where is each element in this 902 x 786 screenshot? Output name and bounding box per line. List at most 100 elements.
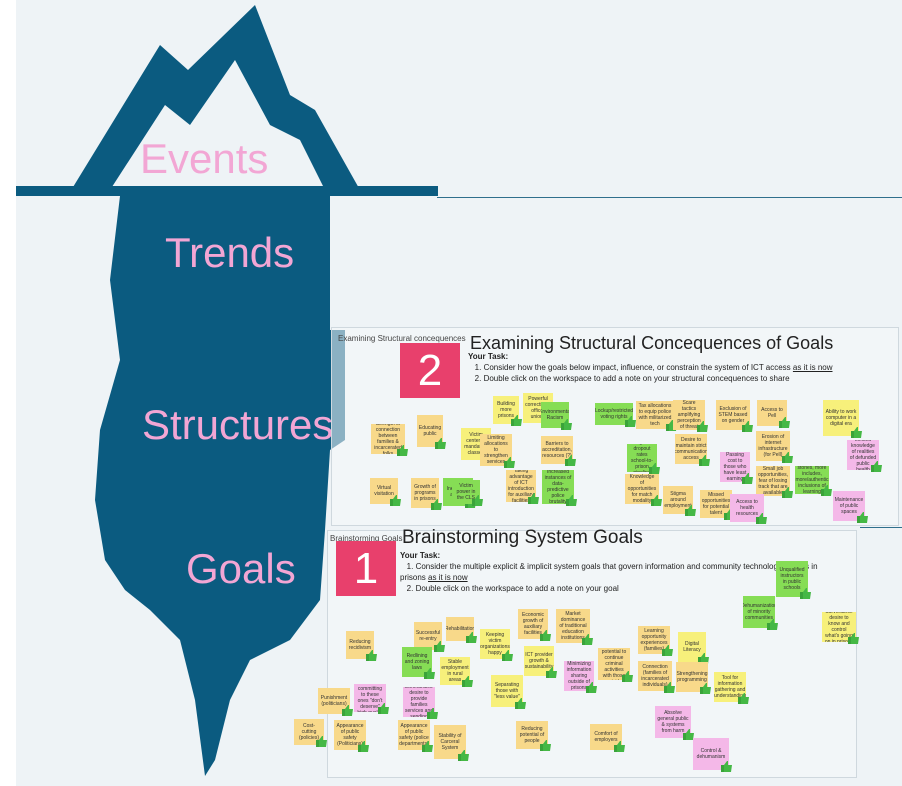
thumbs-up-icon[interactable] [848, 633, 860, 644]
system-goal-sticky-note[interactable]: Strengthening programming [676, 662, 708, 692]
frame-1-title: Brainstorming System Goals [402, 527, 643, 548]
thumbs-up-icon[interactable] [472, 495, 484, 506]
system-goal-sticky-note[interactable]: Minimizing information sharing outside o… [564, 661, 594, 691]
system-goal-sticky-note[interactable]: Reducing recidivism [346, 631, 374, 659]
thumbs-up-icon[interactable] [434, 641, 446, 652]
thumbs-up-icon[interactable] [528, 493, 540, 504]
thumbs-up-icon[interactable] [466, 632, 478, 643]
thumbs-up-icon[interactable] [586, 682, 598, 693]
thumbs-up-icon[interactable] [546, 667, 558, 678]
thumbs-up-icon[interactable] [800, 588, 812, 599]
system-goal-sticky-note[interactable]: Punishment (politicians) [318, 688, 350, 714]
structural-consequence-sticky-note[interactable]: Building more prisons [493, 396, 519, 424]
thumbs-up-icon[interactable] [871, 461, 883, 472]
thumbs-up-icon[interactable] [342, 705, 354, 716]
structural-consequence-sticky-note[interactable]: Lockup/restricted voting rights [595, 403, 633, 425]
thumbs-up-icon[interactable] [422, 741, 434, 752]
structural-consequence-sticky-note[interactable]: Environmental Racism [541, 402, 569, 428]
system-goal-sticky-note[interactable]: Reducing potential of people [516, 721, 548, 749]
system-goal-sticky-note[interactable]: Control & dehumanism [693, 738, 729, 770]
thumbs-up-icon[interactable] [565, 455, 577, 466]
system-goal-sticky-note[interactable]: ICT provider growth & sustainability [524, 646, 554, 676]
structural-consequence-sticky-note[interactable]: Victim power in the CLS [452, 480, 480, 504]
thumbs-up-icon[interactable] [662, 645, 674, 656]
system-goal-sticky-note[interactable]: Stable employment in rural areas [440, 657, 470, 685]
system-goal-sticky-note[interactable]: Surveillance desire to know and control … [822, 612, 856, 642]
task-link-as-it-is-now[interactable]: as it is now [792, 363, 833, 372]
thumbs-up-icon[interactable] [622, 671, 634, 682]
thumbs-up-icon[interactable] [742, 421, 754, 432]
system-goal-sticky-note[interactable]: Stability of Carceral System [434, 725, 466, 759]
task-link-as-it-is-now[interactable]: as it is now [428, 573, 468, 582]
frame-1-tab[interactable]: Brainstorming Goals [330, 534, 403, 543]
thumbs-up-icon[interactable] [504, 457, 516, 468]
thumbs-up-icon[interactable] [697, 421, 709, 432]
system-goal-sticky-note[interactable]: Unqualified instructors in public school… [776, 561, 808, 597]
thumbs-up-icon[interactable] [427, 708, 439, 719]
thumbs-up-icon[interactable] [566, 495, 578, 506]
thumbs-up-icon[interactable] [742, 473, 754, 484]
thumbs-up-icon[interactable] [378, 703, 390, 714]
thumbs-up-icon[interactable] [462, 676, 474, 687]
thumbs-up-icon[interactable] [779, 417, 791, 428]
structural-consequence-sticky-note[interactable]: Taking advantage of ICT introduction for… [506, 470, 536, 502]
thumbs-up-icon[interactable] [458, 750, 470, 761]
system-goal-sticky-note[interactable]: Separating those with "less value" [491, 675, 523, 707]
iceberg-underwater-body [95, 196, 345, 776]
system-goal-sticky-note[interactable]: Restrict potential to continue criminal … [598, 648, 630, 680]
thumbs-up-icon[interactable] [625, 416, 637, 427]
thumbs-up-icon[interactable] [582, 634, 594, 645]
thumbs-up-icon[interactable] [614, 741, 626, 752]
thumbs-up-icon[interactable] [683, 729, 695, 740]
thumbs-up-icon[interactable] [698, 653, 710, 664]
thumbs-up-icon[interactable] [390, 495, 402, 506]
structural-consequence-sticky-note[interactable]: Barriers to accreditation, resources (?) [541, 436, 573, 464]
system-goal-sticky-note[interactable]: Absolve general public & systems from ha… [655, 706, 691, 738]
thumbs-up-icon[interactable] [431, 499, 443, 510]
thumbs-up-icon[interactable] [767, 619, 779, 630]
thumbs-up-icon[interactable] [685, 505, 697, 516]
thumbs-up-icon[interactable] [366, 650, 378, 661]
thumbs-up-icon[interactable] [857, 512, 869, 523]
thumbs-up-icon[interactable] [435, 438, 447, 449]
structural-consequence-sticky-note[interactable]: Maintenance of public spaces [833, 491, 865, 521]
structural-consequence-sticky-note[interactable]: Desire to maintain strict communication … [675, 434, 707, 464]
waterline-bar [16, 186, 438, 196]
trends-label: Trends [165, 229, 295, 276]
thumbs-up-icon[interactable] [515, 698, 527, 709]
thumbs-up-icon[interactable] [700, 683, 712, 694]
thumbs-up-icon[interactable] [424, 668, 436, 679]
system-goal-sticky-note[interactable]: Opportunities communities' desire to pro… [403, 687, 435, 717]
thumbs-up-icon[interactable] [358, 741, 370, 752]
thumbs-up-icon[interactable] [821, 485, 833, 496]
structural-consequence-sticky-note[interactable]: Knowledge of opportunities for match mod… [625, 474, 659, 504]
system-goal-sticky-note[interactable]: Learning opportunity experiences (famili… [638, 626, 670, 654]
thumbs-up-icon[interactable] [699, 455, 711, 466]
structural-consequence-sticky-note[interactable]: Strength of connection between families … [371, 424, 405, 454]
thumbs-up-icon[interactable] [649, 463, 661, 474]
thumbs-up-icon[interactable] [738, 693, 750, 704]
thumbs-up-icon[interactable] [664, 682, 676, 693]
thumbs-up-icon[interactable] [502, 650, 514, 661]
task-heading: Your Task: [468, 352, 509, 361]
system-goal-sticky-note[interactable]: Dehumanization of minority communities [743, 596, 775, 628]
frame-2-tab[interactable]: Examining Structural concequences [338, 334, 466, 343]
thumbs-up-icon[interactable] [851, 427, 863, 438]
structural-consequence-sticky-note[interactable]: Higher dropout rates school-to-prison pi… [627, 444, 657, 472]
thumbs-up-icon[interactable] [397, 445, 409, 456]
task-step-2: 2. Double click on the workspace to add … [406, 584, 619, 593]
structural-consequence-sticky-note[interactable]: Increased instances of data-predictive p… [542, 470, 574, 504]
thumbs-up-icon[interactable] [721, 761, 733, 772]
thumbs-up-icon[interactable] [316, 736, 328, 747]
thumbs-up-icon[interactable] [782, 452, 794, 463]
thumbs-up-icon[interactable] [782, 487, 794, 498]
structural-consequence-sticky-note[interactable]: Limiting allocations to strengthen servi… [480, 434, 512, 466]
thumbs-up-icon[interactable] [756, 513, 768, 524]
thumbs-up-icon[interactable] [561, 419, 573, 430]
thumbs-up-icon[interactable] [511, 415, 523, 426]
system-goal-sticky-note[interactable]: Market dominance of traditional educatio… [556, 609, 590, 643]
thumbs-up-icon[interactable] [540, 740, 552, 751]
thumbs-up-icon[interactable] [540, 630, 552, 641]
thumbs-up-icon[interactable] [651, 495, 663, 506]
structural-consequence-sticky-note[interactable]: Ability to work computer in a digital er… [823, 400, 859, 436]
